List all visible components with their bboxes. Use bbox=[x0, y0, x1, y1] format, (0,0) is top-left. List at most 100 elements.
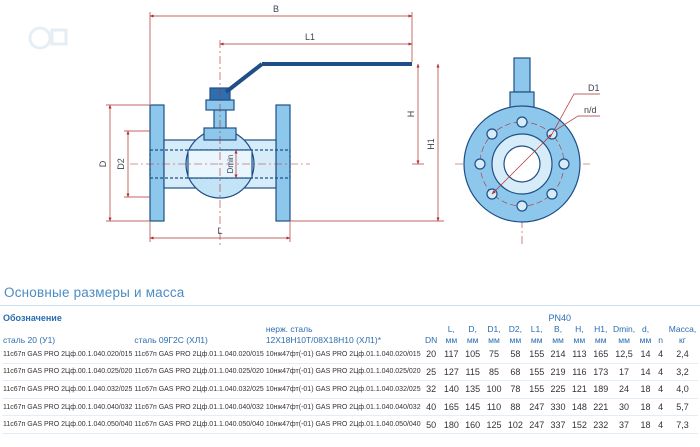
table-cell-c1: 11с67п GAS PRO 2Цф.00.1.040.032/025 bbox=[2, 380, 134, 399]
table-cell-L: 127 bbox=[440, 363, 462, 382]
table-cell-B: 219 bbox=[547, 363, 569, 382]
valve-side-view bbox=[149, 62, 412, 222]
dim-label-nd: n/d bbox=[584, 105, 597, 115]
table-cell-c3: 10нж47фт(-01) GAS PRO 2Цф.01.1.040.050/0… bbox=[264, 415, 422, 434]
table-cell-Dmin: 37 bbox=[611, 415, 637, 434]
table-cell-H: 148 bbox=[568, 398, 591, 417]
col-Dmin: Dmin,мм bbox=[612, 324, 636, 345]
table-cell-mass: 5,7 bbox=[666, 398, 698, 417]
table-cell-c2: 11с67п GAS PRO 2Цф.01.1.040.050/040 bbox=[133, 415, 265, 434]
table-cell-B: 225 bbox=[547, 380, 569, 399]
table-cell-D: 105 bbox=[462, 346, 484, 364]
table-cell-d: 18 bbox=[636, 398, 655, 417]
dim-label-H1: H1 bbox=[426, 138, 436, 150]
table-cell-c3: 10нж47фт(-01) GAS PRO 2Цф.01.1.040.020/0… bbox=[264, 346, 422, 364]
table-cell-Dmin: 30 bbox=[611, 398, 637, 417]
col-d: d,мм bbox=[639, 324, 652, 345]
table-cell-c3: 10нж47фт(-01) GAS PRO 2Цф.01.1.040.025/0… bbox=[264, 363, 422, 382]
table-cell-dn: 20 bbox=[421, 346, 441, 364]
table-cell-d: 14 bbox=[636, 346, 655, 364]
col-D2: D2,мм bbox=[508, 324, 522, 345]
table-cell-dn: 40 bbox=[421, 398, 441, 417]
table-cell-B: 330 bbox=[547, 398, 569, 417]
dim-label-L1: L1 bbox=[305, 32, 315, 42]
valve-technical-drawing: B L1 H H1 D D2 Dmin L D1 n/d bbox=[28, 4, 600, 245]
table-cell-n: 4 bbox=[654, 415, 667, 434]
table-cell-D: 160 bbox=[462, 415, 484, 434]
col-stainless: нерж. сталь 12Х18Н10Т/08Х18Н10 (ХЛ1)* bbox=[265, 324, 422, 346]
col-dn: DN bbox=[424, 335, 438, 345]
table-cell-L: 140 bbox=[440, 380, 462, 399]
table-column-header: сталь 20 (У1) сталь 09Г2С (ХЛ1) нерж. ст… bbox=[2, 324, 698, 346]
table-cell-dn: 50 bbox=[421, 415, 441, 434]
col-H: H,мм bbox=[573, 324, 586, 345]
col-mass: Масса,кг bbox=[668, 324, 697, 345]
col-stainless-line2: 12Х18Н10Т/08Х18Н10 (ХЛ1)* bbox=[265, 335, 382, 345]
table-cell-dn: 32 bbox=[421, 380, 441, 399]
pn40-header: PN40 bbox=[548, 313, 572, 323]
col-steel20: сталь 20 (У1) bbox=[3, 335, 56, 345]
table-cell-D2: 58 bbox=[504, 346, 527, 364]
table-cell-H: 152 bbox=[568, 415, 591, 434]
table-cell-D1: 125 bbox=[483, 415, 505, 434]
col-L: L,мм bbox=[445, 324, 458, 345]
table-cell-D1: 110 bbox=[483, 398, 505, 417]
table-cell-Dmin: 17 bbox=[611, 363, 637, 382]
section-title: Основные размеры и масса bbox=[4, 285, 185, 300]
table-cell-n: 4 bbox=[654, 346, 667, 364]
table-cell-D2: 68 bbox=[504, 363, 527, 382]
dim-label-D1: D1 bbox=[588, 83, 600, 93]
table-cell-d: 18 bbox=[636, 415, 655, 434]
table-cell-D: 135 bbox=[462, 380, 484, 399]
table-cell-n: 4 bbox=[654, 398, 667, 417]
table-cell-c1: 11с67п GAS PRO 2Цф.00.1.040.050/040 bbox=[2, 415, 134, 434]
col-L1: L1,мм bbox=[530, 324, 543, 345]
table-cell-L: 117 bbox=[440, 346, 462, 364]
table-cell-Dmin: 24 bbox=[611, 380, 637, 399]
table-cell-D: 115 bbox=[462, 363, 484, 382]
table-cell-n: 4 bbox=[654, 363, 667, 382]
table-cell-H1: 232 bbox=[590, 415, 612, 434]
col-n: n bbox=[658, 335, 663, 345]
valve-front-view bbox=[463, 57, 581, 223]
table-cell-D2: 102 bbox=[504, 415, 527, 434]
table-cell-c2: 11с67п GAS PRO 2Цф.01.1.040.020/015 bbox=[133, 346, 265, 364]
table-cell-L1: 247 bbox=[526, 398, 548, 417]
table-cell-d: 18 bbox=[636, 380, 655, 399]
dim-label-B: B bbox=[273, 4, 279, 14]
table-cell-H1: 173 bbox=[590, 363, 612, 382]
dim-label-Dmin: Dmin bbox=[226, 155, 235, 174]
table-cell-c2: 11с67п GAS PRO 2Цф.01.1.040.040/032 bbox=[133, 398, 265, 417]
table-cell-L1: 247 bbox=[526, 415, 548, 434]
table-cell-c2: 11с67п GAS PRO 2Цф.01.1.040.025/020 bbox=[133, 363, 265, 382]
table-cell-B: 214 bbox=[547, 346, 569, 364]
col-D1: D1,мм bbox=[487, 324, 501, 345]
col-steel09: сталь 09Г2С (ХЛ1) bbox=[134, 335, 208, 345]
table-cell-H1: 189 bbox=[590, 380, 612, 399]
table-cell-D: 145 bbox=[462, 398, 484, 417]
table-cell-H1: 165 bbox=[590, 346, 612, 364]
table-cell-L: 180 bbox=[440, 415, 462, 434]
table-cell-D2: 88 bbox=[504, 398, 527, 417]
col-stainless-line1: нерж. сталь bbox=[265, 324, 313, 334]
table-cell-mass: 4,0 bbox=[666, 380, 698, 399]
table-cell-mass: 3,2 bbox=[666, 363, 698, 382]
table-cell-D1: 75 bbox=[483, 346, 505, 364]
table-cell-D2: 78 bbox=[504, 380, 527, 399]
table-cell-D1: 100 bbox=[483, 380, 505, 399]
table-cell-c3: 10нж47фт(-01) GAS PRO 2Цф.01.1.040.040/0… bbox=[264, 398, 422, 417]
dimension-lines bbox=[106, 12, 444, 242]
table-cell-L1: 155 bbox=[526, 363, 548, 382]
table-cell-H: 113 bbox=[568, 346, 591, 364]
table-cell-H: 116 bbox=[568, 363, 591, 382]
dimensions-table: Обозначение PN40 сталь 20 (У1) сталь 09Г… bbox=[2, 313, 698, 434]
table-cell-D1: 85 bbox=[483, 363, 505, 382]
table-cell-c2: 11с67п GAS PRO 2Цф.01.1.040.032/025 bbox=[133, 380, 265, 399]
table-cell-H: 121 bbox=[568, 380, 591, 399]
table-cell-L: 165 bbox=[440, 398, 462, 417]
